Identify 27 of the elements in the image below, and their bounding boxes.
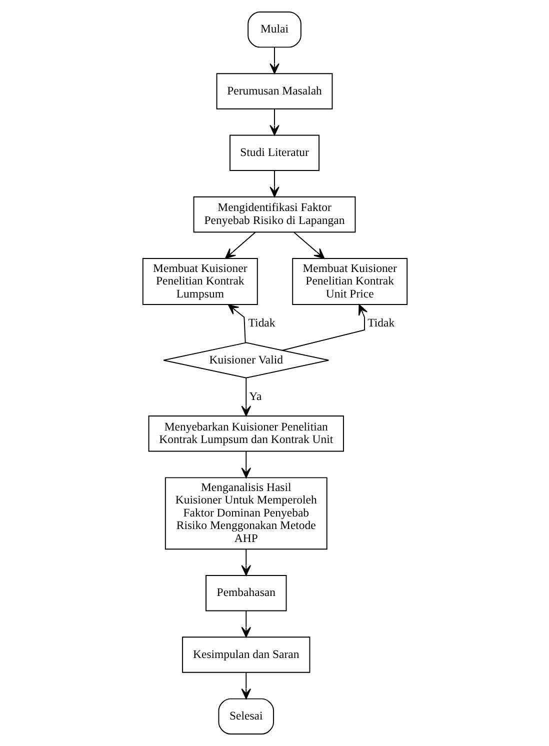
node-box: Perumusan Masalah [216, 73, 332, 110]
edge-label: Ya [248, 390, 262, 404]
arrow [269, 170, 279, 198]
node-box: Pembahasan [205, 575, 286, 612]
node-box: Mulai [247, 11, 301, 48]
node-box: Mengidentifikasi Faktor Penyebab Risiko di Lapangan [192, 196, 356, 233]
node-box: Menyebarkan Kuisioner Penelitian Kontrak Lumpsum dan Kontrak Unit [148, 416, 344, 452]
node-box: Kesimpulan dan Saran [182, 636, 310, 673]
arrow [240, 548, 251, 576]
arrow [240, 378, 251, 416]
node-box: Studi Literatur [229, 134, 320, 171]
node-box: Membuat Kuisioner Penelitian Kontrak Lumpsum [142, 258, 258, 305]
arrow [224, 232, 256, 259]
node-box: Menganalisis Hasil Kuisioner Untuk Memperoleh Faktor Dominan Penyebab Risiko Menggonakan Metode AHP [164, 477, 327, 550]
node-diamond: Kuisioner Valid [162, 342, 329, 378]
arrow [281, 304, 368, 351]
edge-label: Tidak [367, 316, 394, 330]
node-box: Membuat Kuisioner Penelitian Kontrak Unit Price [292, 258, 408, 305]
arrow [240, 451, 251, 478]
arrow [269, 47, 279, 74]
edge-label: Tidak [248, 316, 275, 330]
arrow [269, 108, 279, 136]
arrow [240, 672, 251, 700]
arrow [240, 610, 251, 638]
arrow [227, 304, 246, 344]
arrow [292, 232, 324, 259]
node-box: Selesai [218, 698, 274, 735]
